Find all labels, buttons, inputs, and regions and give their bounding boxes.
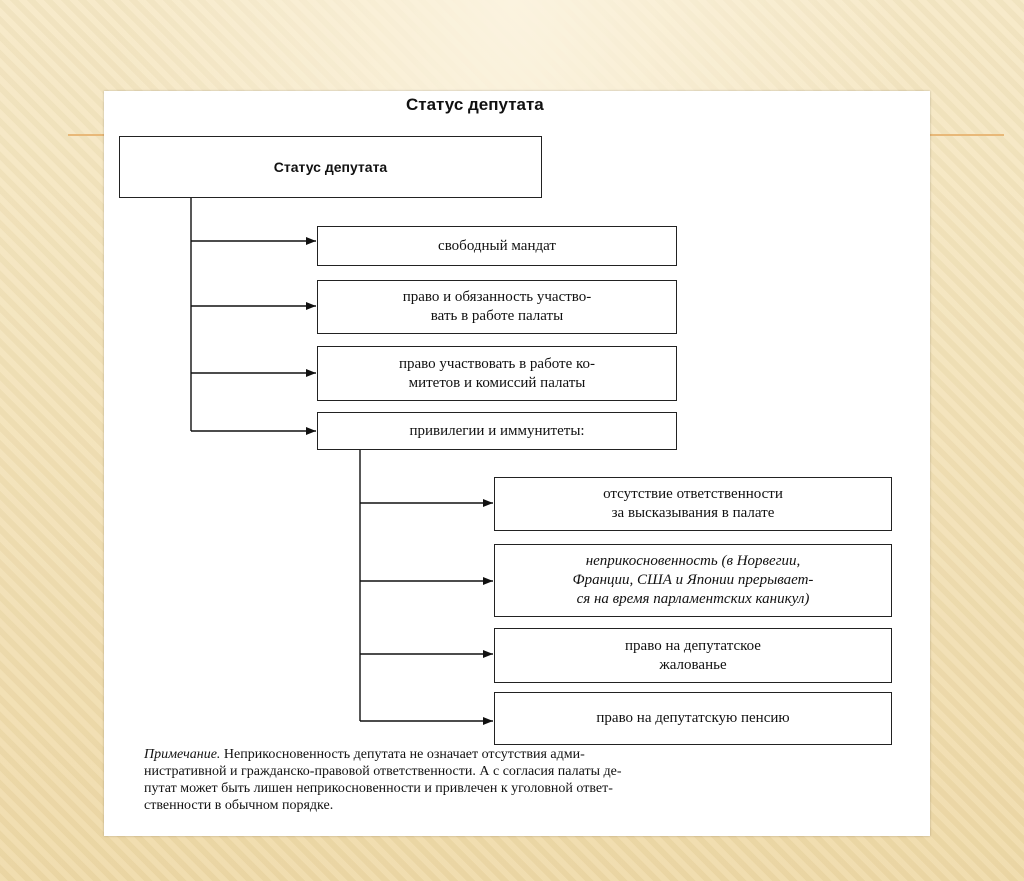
diagram-heading: Статус депутата xyxy=(406,95,544,114)
item-label-line: митетов и комиссий палаты xyxy=(408,374,586,391)
connector-lines xyxy=(190,198,493,725)
privilege-label-line: жалованье xyxy=(659,656,727,673)
footnote-text: Неприкосновенность депутата не означает … xyxy=(223,747,585,762)
privilege-label-line: право на депутатскую пенсию xyxy=(596,710,790,726)
item-box-committee-right: право участвовать в работе ко- митетов и… xyxy=(317,346,677,401)
privilege-box-inviolability: неприкосновенность (в Норвегии, Франции,… xyxy=(494,544,892,617)
item-label-line: право и обязанность участво- xyxy=(402,289,592,305)
item-box-participation-right: право и обязанность участво- вать в рабо… xyxy=(317,280,677,334)
privilege-box-pension: право на депутатскую пенсию xyxy=(494,692,892,745)
item-box-free-mandate: свободный мандат xyxy=(317,226,677,266)
item-box-privileges: привилегии и иммунитеты: xyxy=(317,412,677,450)
footnote-line: ственности в обычном порядке. xyxy=(144,798,334,813)
item-label-line: привилегии и иммунитеты: xyxy=(409,422,585,439)
privilege-label-line: ся на время парламентских каникул) xyxy=(576,591,810,607)
privilege-label-line: неприкосновенность (в Норвегии, xyxy=(585,553,801,569)
item-label-line: свободный мандат xyxy=(438,237,556,254)
footnote-line: путат может быть лишен неприкосновенност… xyxy=(144,781,613,796)
footnote-lead: Примечание. xyxy=(144,747,221,762)
item-label-line: право участвовать в работе ко- xyxy=(398,355,596,372)
scanned-diagram-sheet: Статус депутата Статус депутата свободны… xyxy=(104,91,930,836)
privilege-label-line: отсутствие ответственности xyxy=(603,486,783,502)
privilege-label-line: за высказывания в палате xyxy=(611,505,775,521)
privilege-box-salary: право на депутатское жалованье xyxy=(494,628,892,683)
root-label: Статус депутата xyxy=(273,158,388,175)
item-label-line: вать в работе палаты xyxy=(430,308,564,324)
privilege-box-no-liability: отсутствие ответственности за высказыван… xyxy=(494,477,892,531)
privilege-label-line: право на депутатское xyxy=(625,637,761,654)
footnote-line: Примечание. Неприкосновенность депутата … xyxy=(144,746,899,763)
privilege-label-line: Франции, США и Японии прерывает- xyxy=(572,572,814,588)
root-box-deputy-status: Статус депутата xyxy=(119,136,542,198)
footnote: Примечание. Неприкосновенность депутата … xyxy=(144,746,899,814)
footnote-line: нистративной и гражданско-правовой ответ… xyxy=(144,764,622,779)
